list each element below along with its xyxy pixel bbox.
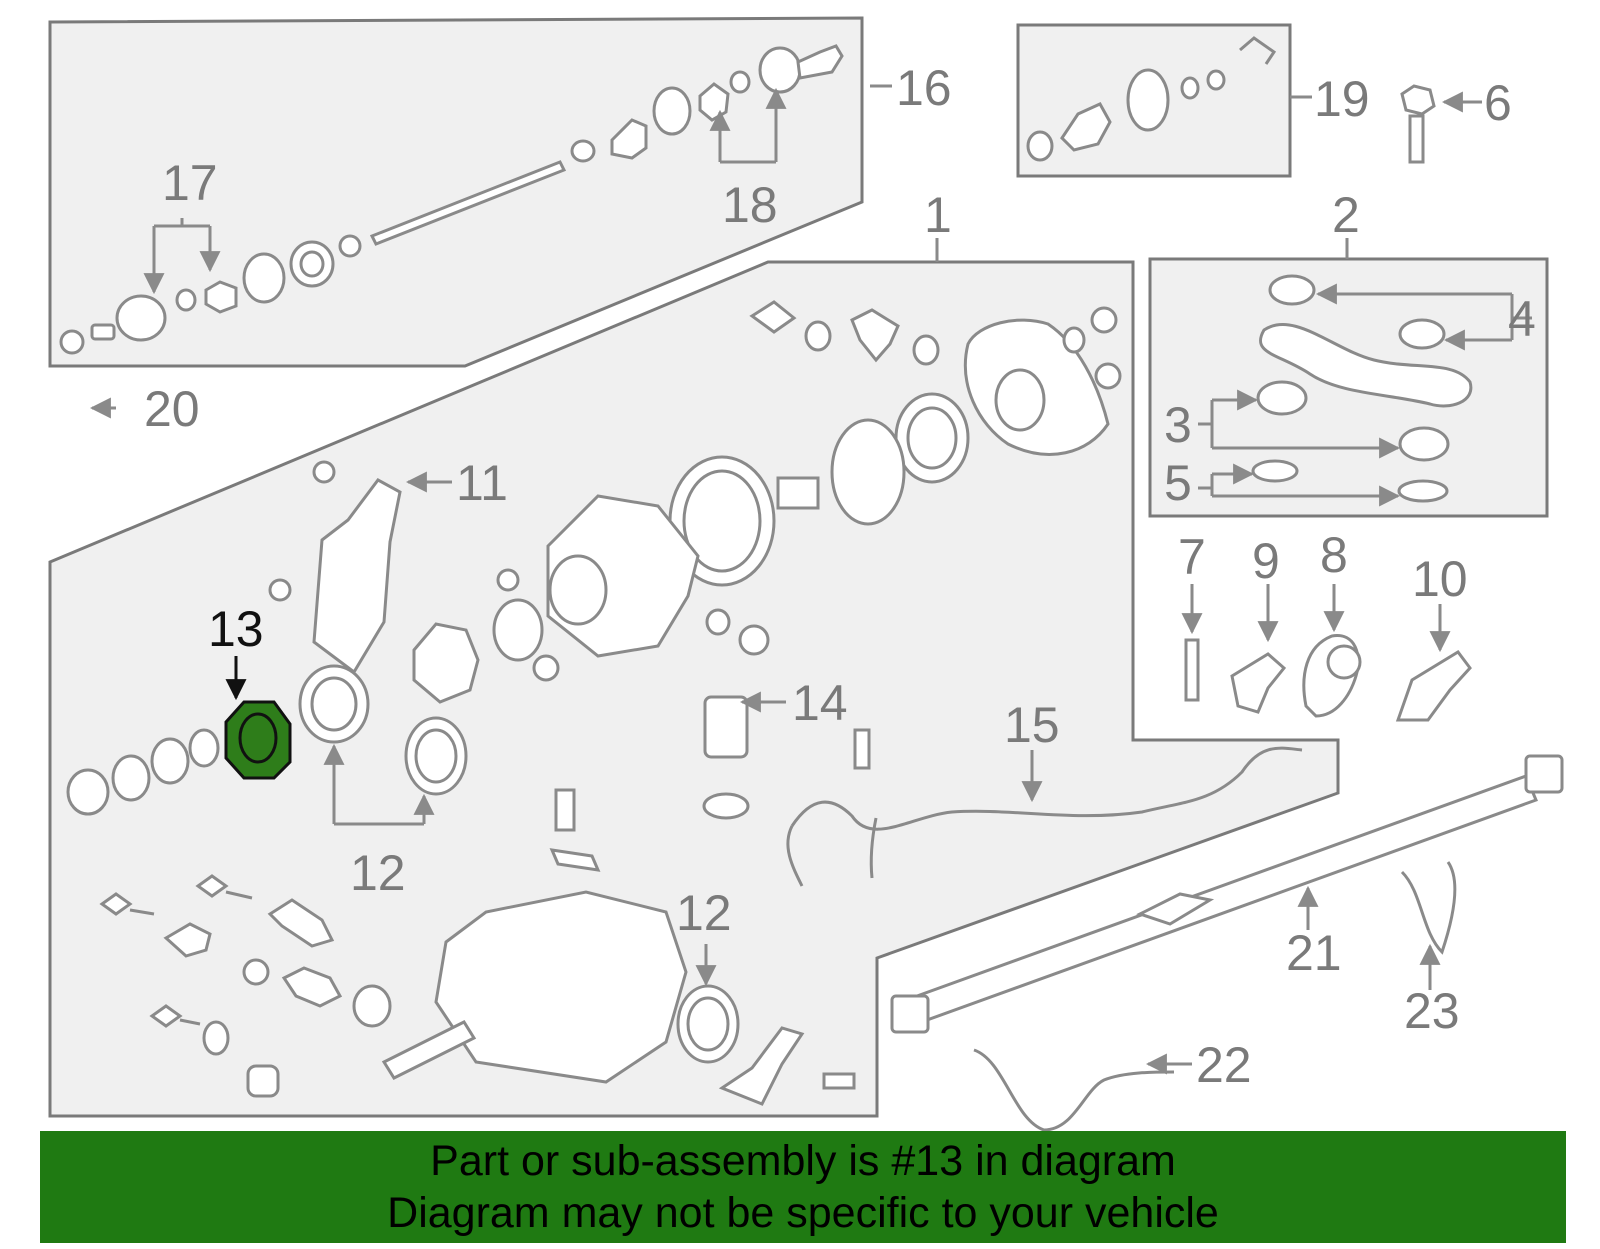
callout-11: 11 bbox=[456, 455, 508, 511]
axle-shaft-16-parts bbox=[59, 44, 844, 355]
leader-lines bbox=[89, 84, 1532, 1075]
banner-line-disclaimer: Diagram may not be specific to your vehi… bbox=[387, 1189, 1219, 1237]
callout-17: 17 bbox=[162, 155, 218, 211]
callout-14: 14 bbox=[792, 675, 848, 731]
differential-1-parts bbox=[66, 300, 1303, 1106]
mount-brackets-7-10 bbox=[1184, 634, 1472, 722]
callout-13: 13 bbox=[208, 601, 264, 657]
part-13-bore[interactable] bbox=[238, 712, 278, 764]
bolt-part-6 bbox=[1400, 84, 1436, 164]
callout-7: 7 bbox=[1178, 529, 1206, 585]
callout-16: 16 bbox=[896, 60, 952, 116]
banner-line-part-number: Part or sub-assembly is #13 in diagram bbox=[430, 1137, 1176, 1185]
highlighted-part-13[interactable] bbox=[224, 700, 292, 780]
callout-12-right: 12 bbox=[676, 885, 732, 941]
callout-labels: 16 17 18 19 6 20 1 2 4 3 5 7 9 8 10 11 1… bbox=[144, 60, 1536, 1093]
callout-4: 4 bbox=[1508, 291, 1536, 347]
callout-2: 2 bbox=[1332, 187, 1360, 243]
callout-8: 8 bbox=[1320, 527, 1348, 583]
callout-5: 5 bbox=[1164, 455, 1192, 511]
callout-1: 1 bbox=[924, 187, 952, 243]
callout-6: 6 bbox=[1484, 75, 1512, 131]
part-info-banner: Part or sub-assembly is #13 in diagram D… bbox=[40, 1131, 1566, 1243]
callout-22: 22 bbox=[1196, 1037, 1252, 1093]
axle-shaft-19-parts bbox=[1026, 36, 1277, 162]
callout-12-left: 12 bbox=[350, 845, 406, 901]
callout-3: 3 bbox=[1164, 397, 1192, 453]
callout-15: 15 bbox=[1004, 697, 1060, 753]
callout-10: 10 bbox=[1412, 551, 1468, 607]
callout-9: 9 bbox=[1252, 533, 1280, 589]
driveshaft-21-parts bbox=[890, 754, 1564, 1132]
callout-18: 18 bbox=[722, 177, 778, 233]
callout-23: 23 bbox=[1404, 983, 1460, 1039]
callout-19: 19 bbox=[1314, 71, 1370, 127]
panel-differential-1 bbox=[48, 260, 1340, 1118]
callout-21: 21 bbox=[1286, 925, 1342, 981]
callout-20: 20 bbox=[144, 381, 200, 437]
